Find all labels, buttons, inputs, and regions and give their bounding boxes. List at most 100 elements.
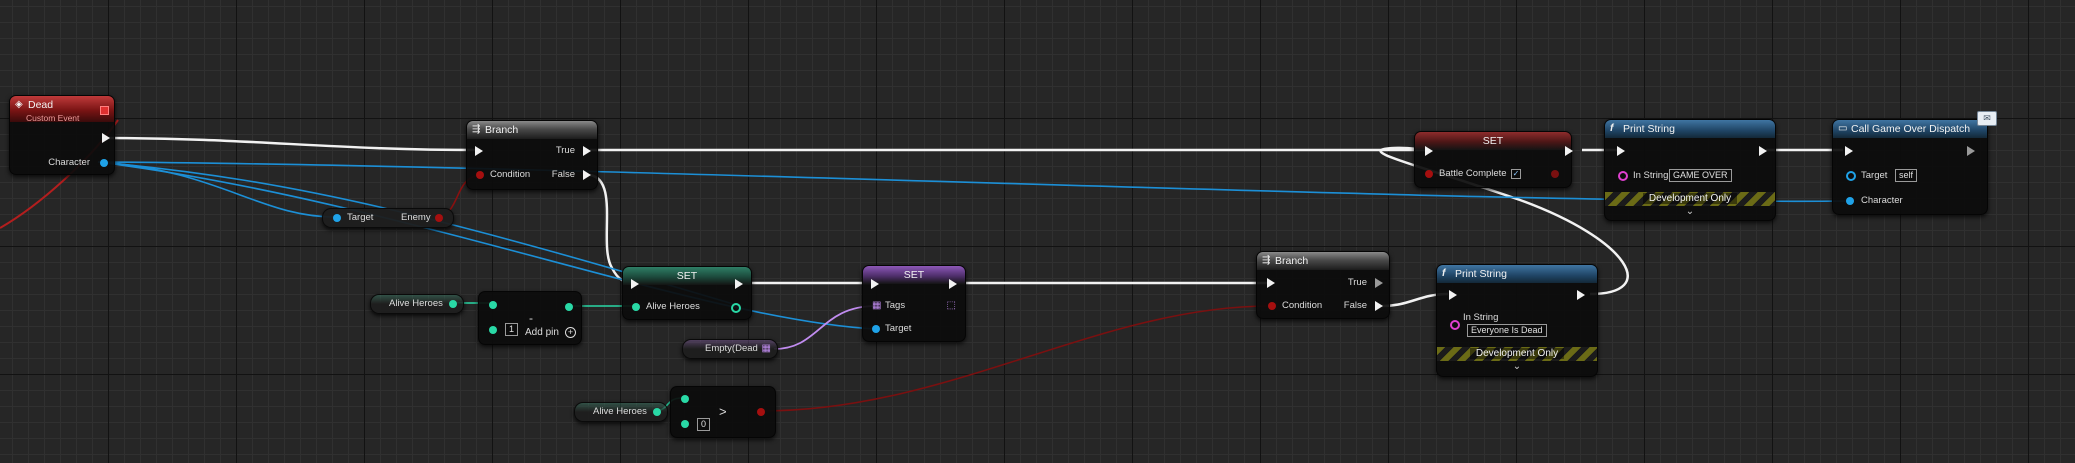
battle-complete-pin-label: Battle Complete: [1439, 168, 1507, 179]
greater-symbol: >: [719, 404, 727, 419]
alive-heroes-out-pin[interactable]: [449, 300, 457, 308]
tag-wire: [773, 305, 877, 350]
in-string-pin[interactable]: [1450, 320, 1460, 330]
branch-node[interactable]: ⇶ Branch True Condition False: [466, 120, 598, 190]
a-in-pin[interactable]: [489, 301, 497, 309]
in-string-pin[interactable]: [1618, 171, 1628, 181]
dead-event-node[interactable]: ◈ Dead Custom Event Character: [9, 95, 115, 175]
variable-label: Alive Heroes: [389, 298, 443, 309]
set-tags-node[interactable]: SET ▦ Tags ⬚ Target: [862, 265, 966, 342]
exec-out-pin[interactable]: [1759, 146, 1767, 156]
result-out-pin[interactable]: [757, 408, 765, 416]
condition-pin-label: Condition: [490, 169, 531, 180]
tags-out-array-icon[interactable]: ⬚: [946, 300, 956, 311]
exec-in-pin[interactable]: [871, 279, 879, 289]
in-string-input[interactable]: Everyone Is Dead: [1467, 324, 1547, 337]
exec-in-pin[interactable]: [1425, 146, 1433, 156]
function-f-icon: f: [1442, 268, 1446, 279]
battle-complete-checkbox[interactable]: ✓: [1511, 169, 1521, 179]
tag-array-out-pin[interactable]: ▦: [761, 343, 771, 354]
true-pin-label: True: [1347, 277, 1367, 288]
branch-node[interactable]: ⇶ Branch True Condition False: [1256, 251, 1390, 319]
b-value-input[interactable]: 1: [505, 323, 519, 336]
exec-out-pin[interactable]: [735, 279, 743, 289]
exec-true-pin[interactable]: [583, 146, 591, 156]
chevron-down-icon[interactable]: ⌄: [1685, 206, 1695, 217]
in-string-input[interactable]: GAME OVER: [1669, 169, 1732, 182]
condition-in-pin[interactable]: [476, 171, 484, 179]
greater-than-node[interactable]: 0 >: [670, 386, 776, 438]
battle-complete-in-pin[interactable]: [1425, 170, 1433, 178]
exec-out-pin[interactable]: [1577, 290, 1585, 300]
enemy-out-pin[interactable]: [435, 214, 443, 222]
exec-in-pin[interactable]: [475, 146, 483, 156]
alive-heroes-getter[interactable]: Alive Heroes: [370, 294, 464, 314]
a-in-pin[interactable]: [681, 395, 689, 403]
false-pin-label: False: [551, 169, 575, 180]
battle-complete-out-pin[interactable]: [1551, 170, 1559, 178]
alive-heroes-out-pin[interactable]: [653, 408, 661, 416]
exec-in-pin[interactable]: [1845, 146, 1853, 156]
print-string-node[interactable]: f Print String In String Everyone Is Dea…: [1436, 264, 1598, 377]
node-title: SET: [903, 269, 925, 281]
alive-heroes-pin-label: Alive Heroes: [646, 301, 700, 312]
add-pin-icon[interactable]: +: [565, 327, 576, 338]
target-pin-label: Target: [1861, 170, 1888, 181]
alive-heroes-out-pin[interactable]: [731, 303, 741, 313]
true-pin-label: True: [555, 145, 575, 156]
exec-out-pin[interactable]: [949, 279, 957, 289]
false-pin-label: False: [1343, 300, 1367, 311]
condition-in-pin[interactable]: [1268, 302, 1276, 310]
exec-in-pin[interactable]: [1267, 278, 1275, 288]
development-only-banner: Development Only: [1605, 192, 1775, 206]
alive-heroes-getter[interactable]: Alive Heroes: [574, 402, 668, 422]
make-tag-array-node[interactable]: Empty(Dead ▦: [682, 339, 778, 359]
bool-wire: [761, 305, 1271, 412]
tags-pin-label: Tags: [885, 300, 906, 311]
result-out-pin[interactable]: [565, 303, 573, 311]
object-wire: [97, 161, 1847, 203]
exec-out-pin[interactable]: [1967, 146, 1975, 156]
node-title: SET: [1482, 135, 1504, 147]
exec-in-pin[interactable]: [631, 279, 639, 289]
exec-true-pin[interactable]: [1375, 278, 1383, 288]
character-pin-label: Character: [48, 157, 90, 168]
exec-wire: [105, 136, 479, 152]
node-title: Dead: [28, 99, 54, 111]
node-subtitle: Custom Event: [26, 113, 80, 123]
node-title: Call Game Over Dispatch: [1851, 123, 1971, 135]
exec-in-pin[interactable]: [1617, 146, 1625, 156]
set-alive-heroes-node[interactable]: SET Alive Heroes: [622, 266, 752, 320]
print-string-node[interactable]: f Print String In String GAME OVER Devel…: [1604, 119, 1776, 221]
chevron-down-icon[interactable]: ⌄: [1512, 361, 1522, 372]
exec-false-pin[interactable]: [583, 170, 591, 180]
node-label: Empty(Dead: [705, 343, 758, 354]
subtract-node[interactable]: 1 - Add pin +: [478, 291, 582, 345]
call-game-over-dispatch-node[interactable]: ▭ Call Game Over Dispatch ✉ Target self …: [1832, 111, 1997, 215]
target-in-pin[interactable]: [872, 325, 880, 333]
development-only-banner: Development Only: [1437, 347, 1597, 361]
set-battle-complete-node[interactable]: SET Battle Complete ✓: [1414, 131, 1573, 188]
exec-false-pin[interactable]: [1375, 301, 1383, 311]
b-in-pin[interactable]: [489, 326, 497, 334]
condition-pin-label: Condition: [1282, 300, 1323, 311]
exec-out-pin[interactable]: [1565, 146, 1573, 156]
character-in-pin[interactable]: [1846, 197, 1854, 205]
exec-in-pin[interactable]: [1449, 290, 1457, 300]
target-in-pin[interactable]: [333, 214, 341, 222]
alive-heroes-in-pin[interactable]: [632, 303, 640, 311]
b-value-input[interactable]: 0: [697, 418, 711, 431]
tags-array-icon[interactable]: ▦: [872, 300, 882, 311]
cast-to-enemy-node[interactable]: Target Enemy: [322, 208, 454, 228]
character-out-pin[interactable]: [100, 159, 108, 167]
b-in-pin[interactable]: [681, 420, 689, 428]
exec-out-pin[interactable]: [102, 133, 110, 143]
target-input[interactable]: self: [1895, 169, 1918, 182]
add-pin-label: Add pin: [525, 327, 559, 338]
node-title: SET: [676, 270, 698, 282]
target-pin[interactable]: [1846, 171, 1856, 181]
branch-icon: ⇶: [472, 124, 481, 135]
delegate-pin-icon[interactable]: [100, 106, 109, 115]
